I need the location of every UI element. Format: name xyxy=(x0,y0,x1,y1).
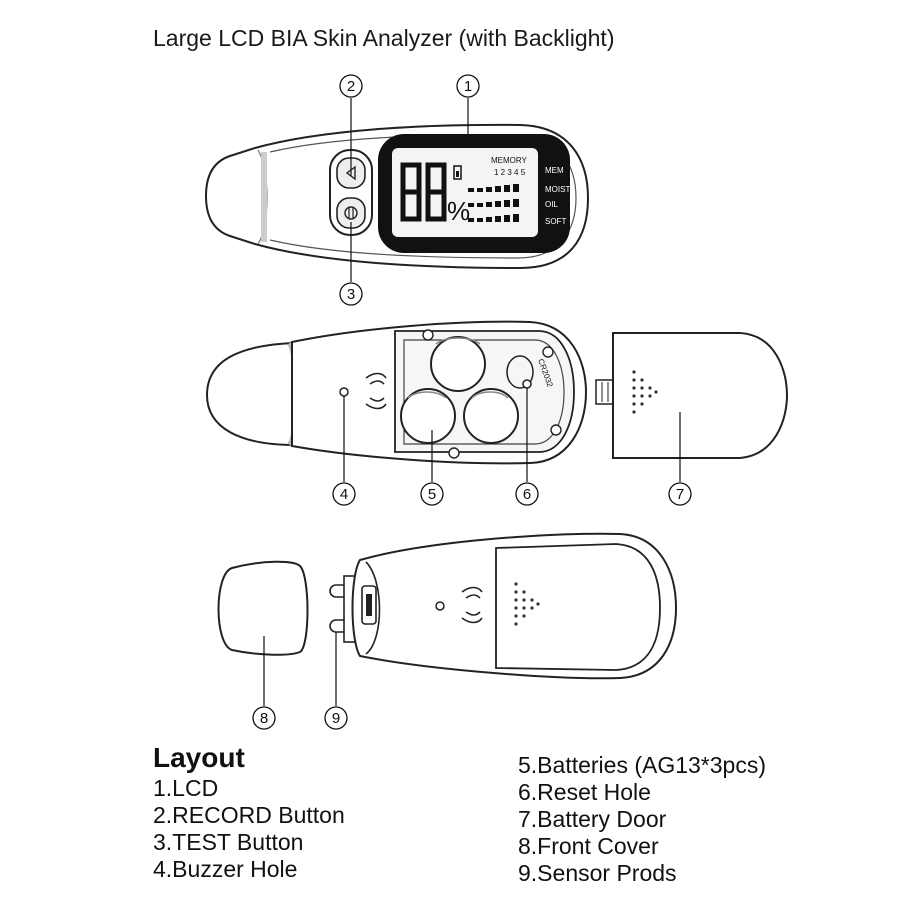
legend-right-column: 5.Batteries (AG13*3pcs) 6.Reset Hole 7.B… xyxy=(518,752,766,887)
legend-left-column: 1.LCD 2.RECORD Button 3.TEST Button 4.Bu… xyxy=(153,775,345,883)
callout-9: 9 xyxy=(324,706,348,730)
legend-item-record-button: 2.RECORD Button xyxy=(153,802,345,828)
device-cover-removed-view xyxy=(217,532,678,706)
battery-door-tab xyxy=(595,379,615,405)
callout-4: 4 xyxy=(332,482,356,506)
lcd-label-soft: SOFT xyxy=(545,217,566,226)
svg-text:6: 6 xyxy=(523,486,531,503)
buzzer-hole-2 xyxy=(435,601,445,611)
legend-heading: Layout xyxy=(153,742,245,773)
battery-door-body xyxy=(612,332,789,459)
svg-text:8: 8 xyxy=(260,710,268,727)
callout-6: 6 xyxy=(515,482,539,506)
door-arrow-icon xyxy=(632,370,658,414)
reset-hole[interactable] xyxy=(522,379,532,389)
back-nose-cap xyxy=(205,341,296,447)
installed-door-arrow-icon xyxy=(514,582,540,626)
lcd-label-moist: MOIST xyxy=(545,185,570,194)
coin-cell xyxy=(506,355,534,389)
diagram-title: Large LCD BIA Skin Analyzer (with Backli… xyxy=(153,25,614,51)
legend-item-batteries: 5.Batteries (AG13*3pcs) xyxy=(518,752,767,778)
callout-8: 8 xyxy=(252,706,276,730)
svg-text:7: 7 xyxy=(676,486,684,503)
callout-5: 5 xyxy=(420,482,444,506)
lcd-bar-rows xyxy=(468,184,519,222)
lcd-memory-label: MEMORY xyxy=(491,156,528,165)
callout-1: 1 xyxy=(456,74,480,98)
lcd-label-mem: MEM xyxy=(545,166,564,175)
callout-2: 2 xyxy=(339,74,363,98)
installed-battery-door xyxy=(495,543,661,671)
svg-text:5: 5 xyxy=(428,486,436,503)
batteries xyxy=(400,336,519,444)
sound-wave-icon xyxy=(365,372,387,410)
legend-item-front-cover: 8.Front Cover xyxy=(518,833,659,859)
test-button-icon xyxy=(344,206,358,220)
front-cover xyxy=(217,560,309,656)
legend-item-battery-door: 7.Battery Door xyxy=(518,806,667,832)
buzzer-hole xyxy=(339,387,349,397)
legend-item-sensor-prods: 9.Sensor Prods xyxy=(518,860,677,886)
lcd-battery-icon xyxy=(453,165,462,180)
callout-3: 3 xyxy=(339,282,363,306)
lcd-memory-slots: 1 2 3 4 5 xyxy=(494,168,526,177)
compartment-screws xyxy=(422,329,562,459)
callout-markers: 1 2 3 4 5 6 7 8 xyxy=(252,74,692,730)
battery-cell-left xyxy=(400,388,456,444)
battery-cell-right xyxy=(463,388,519,444)
lcd-percent-sign: % xyxy=(447,196,470,226)
lcd-label-oil: OIL xyxy=(545,200,558,209)
legend-item-reset-hole: 6.Reset Hole xyxy=(518,779,651,805)
svg-text:4: 4 xyxy=(340,486,348,503)
legend-item-buzzer-hole: 4.Buzzer Hole xyxy=(153,856,298,882)
svg-text:3: 3 xyxy=(347,286,355,303)
device-front-view: % MEMORY 1 2 3 4 5 MEM MOIST OIL SOFT xyxy=(204,98,590,282)
sound-wave-icon-2 xyxy=(461,586,483,624)
svg-text:1: 1 xyxy=(464,78,472,95)
battery-cell-top xyxy=(430,336,486,392)
device-back-view-open: CR2032 xyxy=(205,320,588,482)
legend-item-test-button: 3.TEST Button xyxy=(153,829,304,855)
legend-item-lcd: 1.LCD xyxy=(153,775,219,801)
callout-7: 7 xyxy=(668,482,692,506)
battery-door xyxy=(595,332,789,482)
lcd-digits xyxy=(400,162,447,222)
svg-text:2: 2 xyxy=(347,78,355,95)
svg-text:9: 9 xyxy=(332,710,340,727)
